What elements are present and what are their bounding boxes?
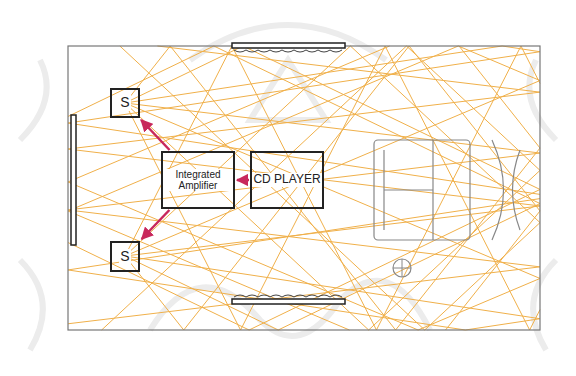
reflection-ray [125, 103, 241, 330]
sofa-seam [384, 189, 433, 190]
window [232, 299, 345, 304]
chair [492, 140, 520, 240]
lamp-cross [393, 259, 411, 277]
curtain [234, 295, 342, 297]
reflection-ray [68, 52, 540, 123]
speaker-box: S [110, 241, 140, 272]
reflection-ray [214, 46, 540, 204]
reflection-ray [125, 46, 502, 103]
sofa [374, 140, 470, 240]
reflection-ray [125, 206, 540, 256]
lamp [393, 259, 411, 277]
reflection-ray [418, 278, 540, 330]
sound-reflections [68, 46, 540, 330]
reflection-ray [68, 123, 540, 194]
signal-arrow [141, 120, 169, 150]
window [232, 43, 345, 48]
node-label: CD PLAYER [252, 173, 321, 186]
watermark-curl [20, 260, 556, 350]
reflection-ray [409, 46, 540, 211]
reflection-ray [369, 170, 540, 330]
signal-arrow [142, 210, 170, 239]
reflection-ray [125, 103, 369, 330]
reflection-ray [232, 46, 377, 330]
reflection-ray [241, 46, 386, 330]
reflection-ray [376, 46, 521, 330]
node-label: S [119, 249, 130, 264]
reflection-ray [125, 103, 540, 278]
reflection-ray [125, 81, 540, 256]
reflection-ray [125, 103, 540, 153]
reflection-ray [385, 46, 530, 330]
cd-player-box: CD PLAYER [250, 151, 324, 209]
reflection-ray [68, 211, 349, 330]
sofa-outline [374, 140, 470, 240]
reflection-ray [458, 46, 540, 81]
watermark [20, 25, 556, 350]
sofa-arm [383, 150, 384, 230]
reflection-ray [425, 223, 540, 330]
room-wall [68, 46, 540, 330]
reflection-ray [521, 46, 540, 83]
acoustic-panel [71, 115, 76, 245]
reflection-ray [396, 148, 540, 330]
reflection-ray [157, 46, 540, 92]
amplifier-box: Integrated Amplifier [161, 151, 235, 209]
node-label: S [119, 95, 130, 110]
reflection-ray [102, 46, 407, 330]
reflection-ray [120, 46, 425, 330]
reflection-ray [350, 46, 540, 223]
reflection-ray [68, 46, 458, 211]
reflection-ray [530, 310, 540, 330]
reflection-ray [68, 46, 390, 182]
node-label: Integrated Amplifier [163, 169, 233, 191]
reflection-ray [68, 46, 214, 116]
reflection-ray [125, 46, 350, 256]
signal-arrow [237, 179, 249, 182]
reflection-ray [125, 256, 184, 330]
reflection-ray [125, 46, 170, 103]
curtain [234, 50, 342, 52]
speaker-box: S [110, 88, 140, 118]
reflection-ray [68, 149, 540, 206]
reflection-ray [68, 243, 249, 330]
